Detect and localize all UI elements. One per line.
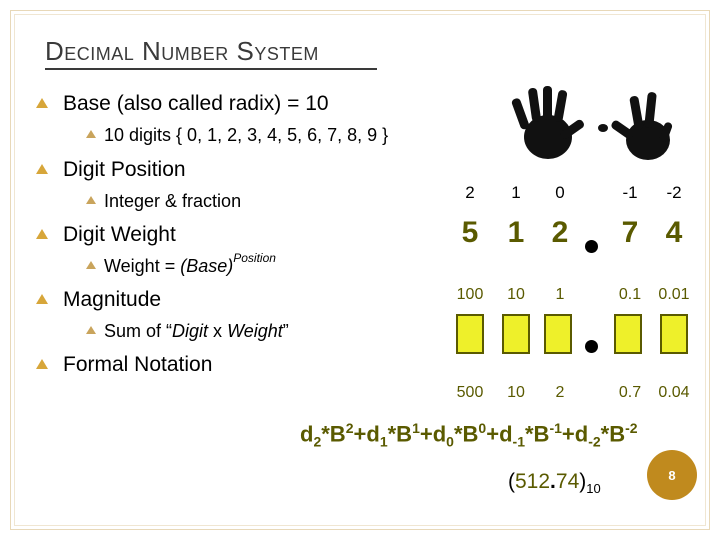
formula-digit-symbol: d	[499, 421, 513, 447]
formula-operator: +	[561, 421, 575, 447]
page-number-badge: 8	[647, 450, 697, 500]
result-value: (512.74)10	[508, 470, 601, 496]
bullet-base: Base (also called radix) = 10	[63, 92, 329, 115]
formula-exponent: 1	[412, 420, 420, 436]
formula-exponent: -1	[549, 420, 562, 436]
bullet-icon	[36, 359, 48, 369]
formula-operator: +	[419, 421, 433, 447]
weight-value: 10	[507, 286, 525, 303]
sum-x: x	[208, 321, 228, 341]
position-label: -2	[666, 183, 682, 202]
formula-digit-symbol: d	[366, 421, 380, 447]
formula-base-symbol: *B	[321, 421, 346, 447]
weight-value: 0.1	[618, 286, 642, 303]
sum-prefix: Sum of “	[104, 321, 173, 341]
digit-value: 1	[507, 216, 525, 249]
weight-base: (Base)	[180, 256, 234, 276]
bullet-icon	[36, 98, 48, 108]
formula-digit-symbol: d	[574, 421, 589, 447]
sum-suffix: ”	[282, 321, 289, 341]
formula-base-symbol: *B	[387, 421, 413, 447]
position-label: 2	[465, 183, 475, 202]
hand-icon-five-fingers	[511, 86, 584, 159]
result-open-paren: (	[508, 470, 515, 493]
formula-base-symbol: *B	[524, 421, 550, 447]
formula-exponent: 2	[345, 420, 354, 436]
bullet-sum: Sum of “Digit x Weight”	[104, 321, 289, 342]
formula-digit-index: 0	[446, 433, 454, 450]
empty-product-box	[456, 314, 484, 354]
formula-base-symbol: *B	[600, 421, 626, 447]
sub-bullet-icon	[86, 326, 96, 334]
formula-digit-index: 2	[313, 433, 322, 450]
slide-frame	[10, 10, 710, 530]
bullet-weight-formula: Weight = (Base)Position	[104, 251, 276, 277]
position-label: 1	[511, 183, 521, 202]
formula-operator: +	[353, 421, 367, 447]
bullet-icon	[36, 229, 48, 239]
result-integer: 512	[515, 470, 551, 493]
decimal-point-dot	[585, 340, 598, 353]
formula-digit-index: 1	[379, 433, 388, 450]
empty-product-box	[660, 314, 688, 354]
sum-weight: Weight	[227, 321, 283, 341]
magnitude-value: 10	[507, 384, 525, 401]
formula-base-symbol: *B	[453, 421, 479, 447]
weight-value: 100	[456, 286, 484, 303]
bullet-digit-weight: Digit Weight	[63, 223, 176, 246]
slide-title: Decimal Number System	[45, 36, 319, 66]
magnitude-value: 0.7	[618, 384, 642, 401]
hand-icon-two-fingers	[611, 92, 673, 160]
weight-value: 0.01	[658, 286, 690, 303]
sub-bullet-icon	[86, 261, 96, 269]
bullet-digits: 10 digits { 0, 1, 2, 3, 4, 5, 6, 7, 8, 9…	[104, 125, 389, 145]
decimal-point-icon	[598, 124, 608, 132]
formula-operator: +	[486, 421, 500, 447]
weight-superscript: Position	[233, 251, 276, 265]
sum-digit: Digit	[172, 321, 209, 341]
bullet-digit-position: Digit Position	[63, 158, 186, 181]
formula-digit-index: -1	[512, 433, 525, 450]
result-dot: .	[550, 470, 556, 493]
slide-frame-inner	[14, 14, 706, 526]
bullet-magnitude: Magnitude	[63, 288, 162, 311]
result-base: 10	[586, 481, 601, 497]
bullet-icon	[36, 294, 48, 304]
empty-product-box	[544, 314, 572, 354]
magnitude-value: 500	[456, 384, 484, 401]
bullet-icon	[36, 164, 48, 174]
title-underline	[45, 68, 377, 70]
weight-value: 1	[555, 286, 565, 303]
digit-value: 2	[551, 216, 569, 249]
result-fraction: 74	[555, 470, 580, 493]
empty-product-box	[502, 314, 530, 354]
formula-digit-symbol: d	[432, 421, 447, 447]
digit-value: 5	[461, 216, 479, 249]
weight-prefix: Weight =	[104, 256, 181, 276]
formula-exponent: -2	[625, 420, 638, 436]
result-close-paren: )	[579, 470, 587, 493]
digit-value: 4	[665, 216, 683, 249]
bullet-formal-notation: Formal Notation	[63, 353, 213, 376]
sub-bullet-icon	[86, 196, 96, 204]
magnitude-value: 0.04	[658, 384, 690, 401]
formula-exponent: 0	[478, 420, 487, 436]
digit-value: 7	[621, 216, 639, 249]
hands-illustration	[511, 86, 673, 160]
position-label: 0	[555, 183, 565, 202]
empty-product-box	[614, 314, 642, 354]
magnitude-value: 2	[555, 384, 565, 401]
formula-digit-index: -2	[588, 433, 601, 450]
position-label: -1	[622, 183, 638, 202]
sub-bullet-icon	[86, 130, 96, 138]
formal-notation-formula: d2*B2+d1*B1+d0*B0+d-1*B-1+d-2*B-2	[300, 420, 638, 450]
decimal-point-dot	[585, 240, 598, 253]
bullet-integer-fraction: Integer & fraction	[104, 191, 242, 211]
formula-digit-symbol: d	[300, 421, 314, 447]
